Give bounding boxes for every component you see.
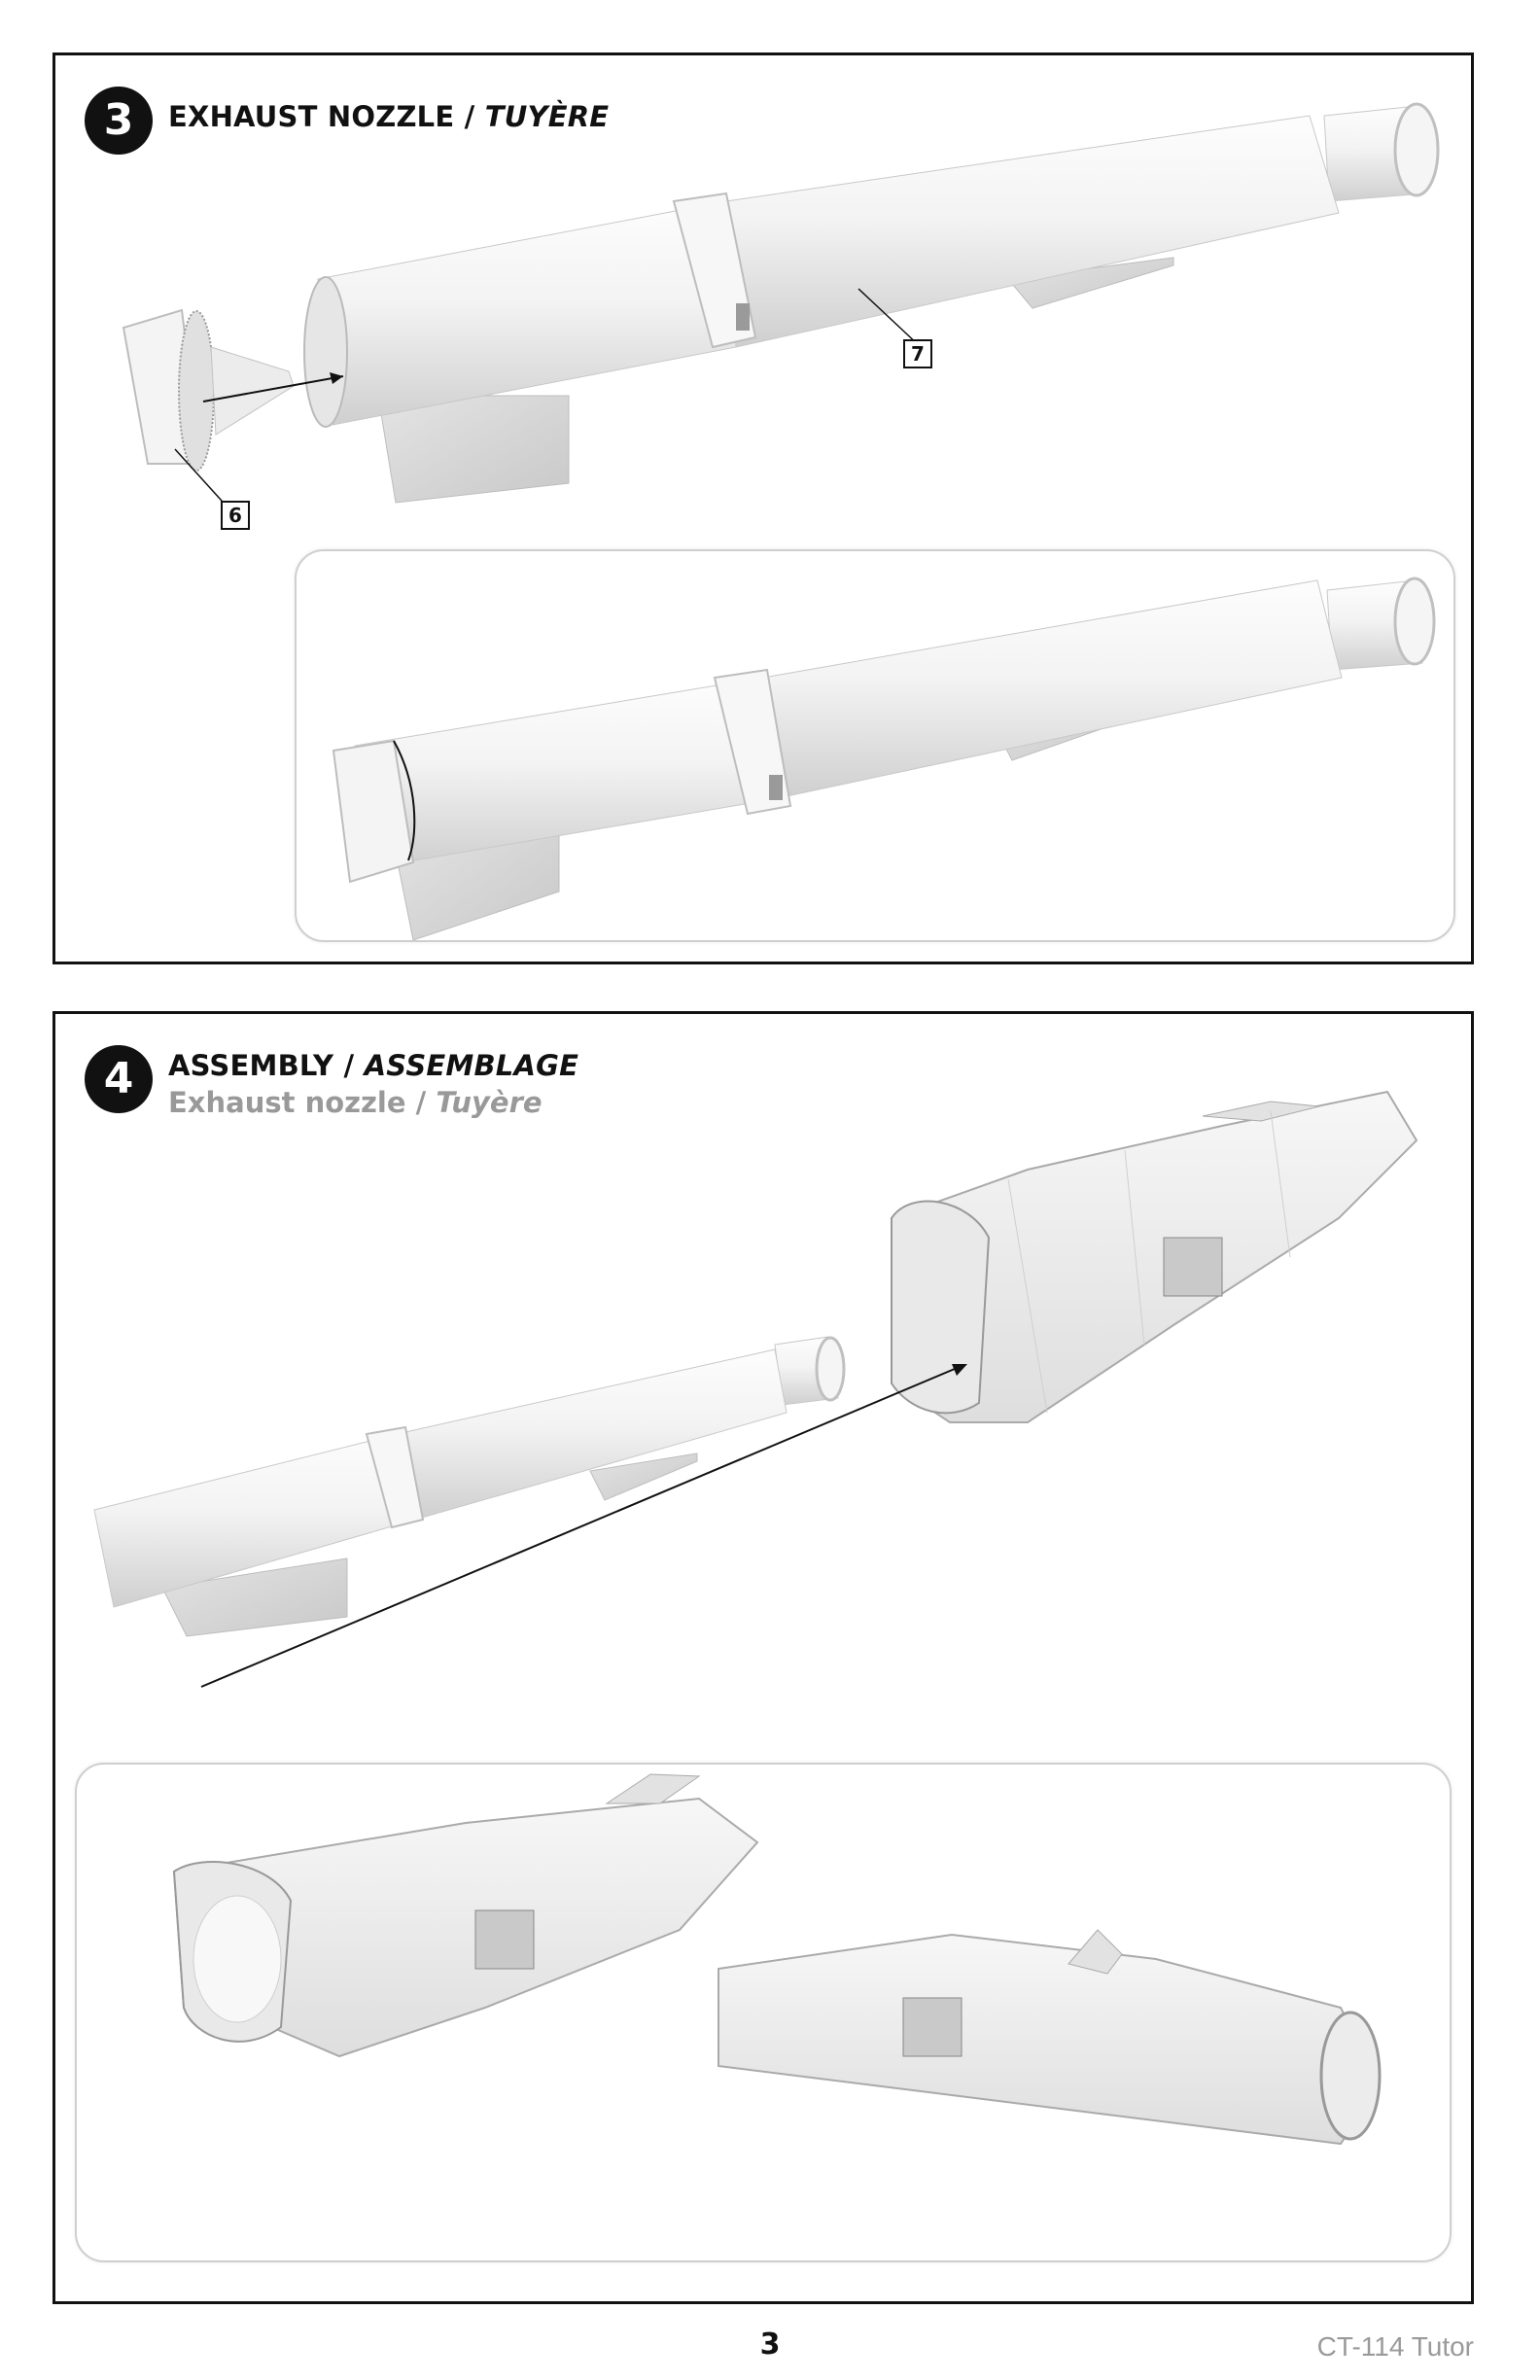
assembled-cap-seam: [393, 740, 416, 861]
step-4-nozzle-fin-lower: [161, 1558, 348, 1637]
step-3-assembly-arrow: [202, 375, 344, 402]
step-4-subtitle-italic: Tuyère: [436, 1086, 542, 1119]
arrow-head-icon: [330, 372, 343, 384]
arrow-head-icon: [952, 1364, 967, 1376]
step-3-title-italic: TUYÈRE: [484, 100, 610, 133]
assembled-tube-rear: [762, 579, 1343, 800]
left-view-hatch-detail: [474, 1909, 535, 1970]
nozzle-tube-open-end: [303, 276, 348, 428]
part-6-gear-rim: [178, 310, 215, 472]
callout-part-7: 7: [903, 339, 932, 368]
step-4-title-italic: ASSEMBLAGE: [364, 1049, 579, 1082]
right-view-hatch-detail: [902, 1997, 962, 2057]
exhaust-nozzle-exploded-illustration: [122, 102, 1440, 511]
right-view-nozzle-exit: [1319, 2011, 1382, 2141]
leader-line-part-7: [858, 288, 922, 348]
leader-line-part-6: [174, 448, 231, 511]
step-4-nozzle-band-ring: [365, 1425, 425, 1529]
fuselage-panel-line: [1270, 1110, 1291, 1258]
step-4-subtitle-main: Exhaust nozzle /: [168, 1086, 437, 1119]
nozzle-band-clip: [736, 303, 750, 331]
step-3-number-badge: 3: [85, 87, 153, 155]
fuselage-assembly-exploded-illustration: [93, 1090, 1418, 1688]
left-view-dorsal-fin: [605, 1773, 701, 1804]
step-4-nozzle-tail-ring: [815, 1336, 846, 1402]
step-4-number-badge: 4: [85, 1045, 153, 1113]
step-4-subtitle: Exhaust nozzle / Tuyère: [168, 1086, 542, 1119]
fuselage-assembled-views-illustration: [172, 1773, 1382, 2146]
step-4-panel: 4 ASSEMBLY / ASSEMBLAGE Exhaust nozzle /…: [52, 1011, 1474, 2304]
fuselage-dorsal-fin: [1202, 1101, 1320, 1122]
step-4-title: ASSEMBLY / ASSEMBLAGE: [168, 1049, 578, 1082]
model-name: CT-114 Tutor: [1316, 2331, 1474, 2362]
left-view-nozzle-inside: [192, 1895, 282, 2023]
step-4-nozzle-fin-rear: [589, 1452, 698, 1501]
fuselage-panel-line: [1124, 1149, 1145, 1346]
assembled-band-clip: [769, 775, 783, 800]
assembled-tube-front: [354, 677, 774, 868]
nozzle-band-ring: [672, 192, 757, 349]
fuselage-hatch-detail: [1163, 1237, 1223, 1297]
step-3-title-main: EXHAUST NOZZLE /: [168, 100, 485, 133]
assembled-end-cap: [332, 739, 415, 884]
step-4-title-main: ASSEMBLY /: [168, 1049, 365, 1082]
step-3-panel: 3 EXHAUST NOZZLE / TUYÈRE: [52, 52, 1474, 964]
fuselage-open-end: [891, 1200, 991, 1415]
part-6-cone: [210, 346, 295, 436]
callout-part-6: 6: [221, 501, 250, 530]
step-4-result-inset: [75, 1763, 1452, 2262]
nozzle-fin-lower: [377, 395, 570, 504]
nozzle-tube-rear-section: [725, 115, 1340, 348]
nozzle-tail-ring: [1393, 102, 1440, 197]
step-3-result-inset: [295, 549, 1455, 942]
assembled-tail-ring: [1393, 577, 1436, 666]
exhaust-nozzle-assembled-illustration: [332, 577, 1436, 941]
nozzle-fin-rear: [1007, 257, 1174, 309]
step-4-assembly-arrow: [200, 1365, 962, 1688]
right-view-fuselage: [718, 1933, 1382, 2146]
step-4-nozzle-tube-rear: [404, 1348, 788, 1521]
nozzle-tube-front-section: [317, 200, 737, 426]
step-3-title: EXHAUST NOZZLE / TUYÈRE: [168, 100, 609, 133]
right-view-dorsal-fin: [1068, 1929, 1123, 1975]
fuselage-panel-line: [1007, 1178, 1048, 1414]
page-number: 3: [759, 2328, 781, 2362]
